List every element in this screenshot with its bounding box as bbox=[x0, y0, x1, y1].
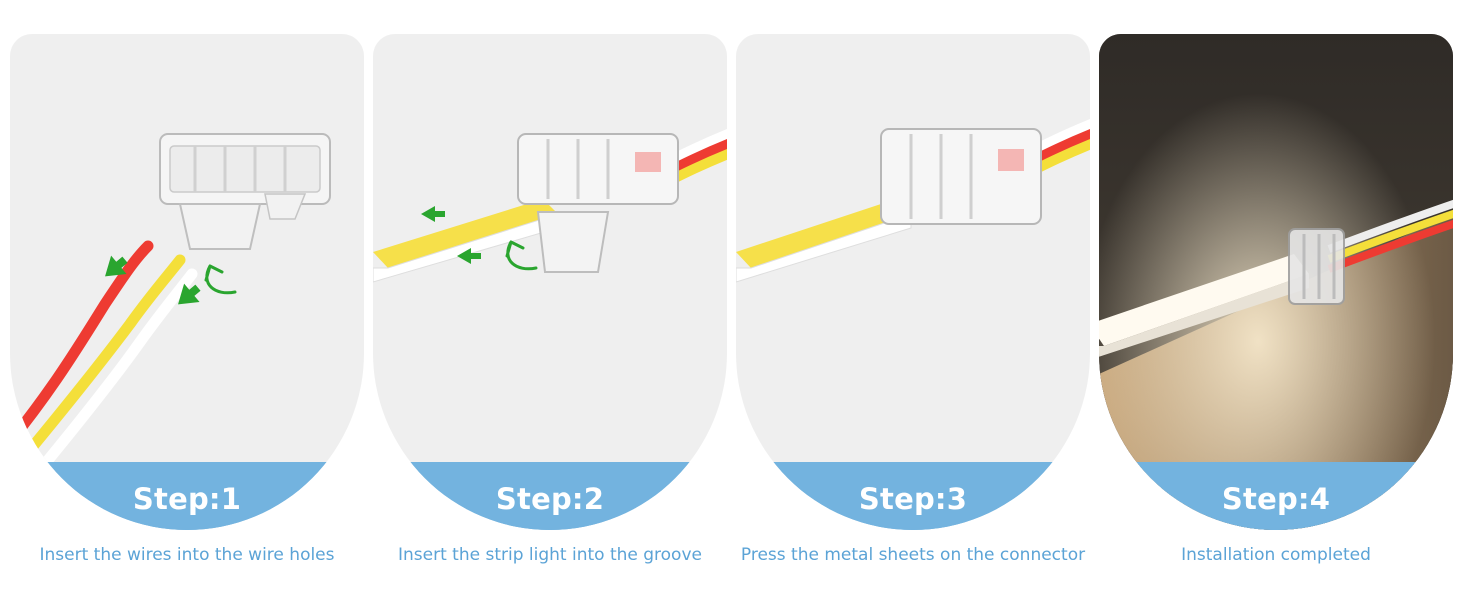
green-arrow-icon bbox=[421, 206, 481, 264]
step-band: Step:1 bbox=[10, 462, 364, 530]
curved-arrow-icon bbox=[505, 240, 538, 271]
connector bbox=[517, 133, 679, 273]
step-caption-2: Insert the strip light into the groove bbox=[398, 545, 702, 565]
step-caption-4: Installation completed bbox=[1181, 545, 1371, 565]
step-label: Step:1 bbox=[132, 482, 242, 516]
connector bbox=[159, 133, 331, 250]
curved-arrow-icon bbox=[204, 264, 237, 295]
step-3-illustration bbox=[736, 119, 1090, 530]
step-band: Step:2 bbox=[373, 462, 727, 530]
connector bbox=[1288, 228, 1345, 305]
connector bbox=[880, 128, 1042, 225]
step-1-illustration bbox=[10, 133, 364, 530]
step-caption-3: Press the metal sheets on the connector bbox=[740, 545, 1086, 565]
step-card-4: Step:4 bbox=[1099, 34, 1453, 530]
step-label: Step:2 bbox=[495, 482, 605, 516]
step-label: Step:3 bbox=[858, 482, 968, 516]
green-arrow-icon bbox=[105, 255, 201, 305]
led-strip bbox=[1099, 254, 1309, 357]
step-card-1: Step:1 bbox=[10, 34, 364, 530]
step-band: Step:3 bbox=[736, 462, 1090, 530]
step-band: Step:4 bbox=[1099, 462, 1453, 530]
step-card-2: Step:2 bbox=[373, 34, 727, 530]
step-label: Step:4 bbox=[1221, 482, 1331, 516]
step-4-illustration bbox=[1099, 34, 1453, 530]
step-caption-1: Insert the wires into the wire holes bbox=[39, 545, 335, 565]
step-2-illustration bbox=[373, 129, 727, 530]
step-card-3: Step:3 bbox=[736, 34, 1090, 530]
wires bbox=[10, 240, 198, 500]
